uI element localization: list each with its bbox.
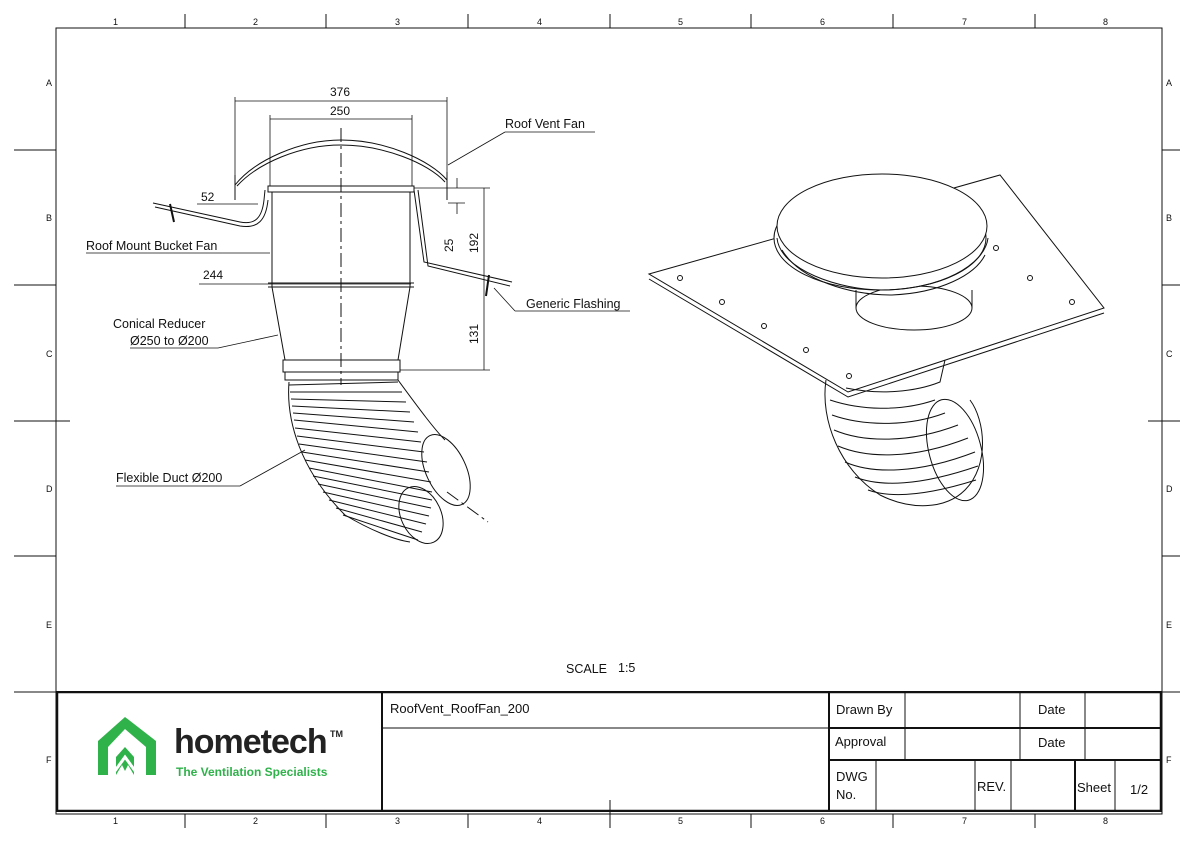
callout-roof-vent-fan: Roof Vent Fan	[505, 117, 585, 131]
callout-generic-flashing: Generic Flashing	[526, 297, 621, 311]
date-label-approval: Date	[1038, 735, 1066, 750]
col-label: 6	[820, 816, 825, 826]
hometech-logo: hometech TM The Ventilation Specialists	[94, 713, 354, 783]
column-labels-top: 1 2 3 4 5 6 7 8	[113, 17, 1108, 27]
dimension-values: 376 250 52 244 25 192 131	[201, 85, 481, 344]
callout-labels: Roof Vent Fan Roof Mount Bucket Fan Gene…	[86, 117, 621, 485]
scale-value: 1:5	[618, 661, 635, 675]
dim-25: 25	[442, 238, 456, 252]
col-label: 8	[1103, 17, 1108, 27]
row-labels-left: A B C D E F	[46, 78, 53, 765]
row-label: F	[1166, 755, 1172, 765]
row-label: A	[1166, 78, 1172, 88]
row-label: E	[46, 620, 52, 630]
row-label: D	[1166, 484, 1173, 494]
callout-conical-reducer-size: Ø250 to Ø200	[130, 334, 209, 348]
drawn-by-label: Drawn By	[836, 702, 893, 717]
row-label: F	[46, 755, 52, 765]
sheet-label: Sheet	[1077, 780, 1111, 795]
flashing-right	[413, 189, 513, 283]
row-label: B	[1166, 213, 1172, 223]
dwg-no-label-line2: No.	[836, 787, 857, 802]
col-label: 1	[113, 17, 118, 27]
row-label: E	[1166, 620, 1172, 630]
col-label: 3	[395, 816, 400, 826]
approval-label: Approval	[835, 734, 887, 749]
row-label: B	[46, 213, 52, 223]
side-elevation-view	[152, 128, 513, 544]
scale-label: SCALE	[566, 662, 607, 676]
row-label: C	[46, 349, 53, 359]
col-label: 3	[395, 17, 400, 27]
border-ticks	[14, 14, 1180, 828]
house-logo-icon	[98, 717, 156, 776]
logo-brand: hometech	[174, 723, 328, 761]
callout-roof-mount-bucket-fan: Roof Mount Bucket Fan	[86, 239, 217, 253]
col-label: 4	[537, 816, 542, 826]
logo-trademark: TM	[330, 729, 343, 739]
callout-flexible-duct: Flexible Duct Ø200	[116, 471, 222, 485]
col-label: 2	[253, 816, 258, 826]
flexible-duct	[288, 379, 471, 544]
row-label: D	[46, 484, 53, 494]
col-label: 2	[253, 17, 258, 27]
row-labels-right: A B C D E F	[1166, 78, 1173, 765]
rev-label: REV.	[977, 779, 1007, 794]
dimension-lines	[197, 97, 490, 371]
leader-lines	[86, 131, 630, 487]
callout-conical-reducer: Conical Reducer	[113, 317, 205, 331]
flashing-left	[152, 189, 266, 224]
dwg-no-label-line1: DWG	[836, 769, 868, 784]
isometric-view	[647, 173, 1105, 507]
col-label: 5	[678, 17, 683, 27]
dim-244: 244	[203, 268, 223, 282]
sheet-value: 1/2	[1130, 782, 1149, 797]
iso-fan-dome	[776, 173, 988, 279]
col-label: 7	[962, 816, 967, 826]
col-label: 1	[113, 816, 118, 826]
col-label: 4	[537, 17, 542, 27]
dim-131: 131	[467, 324, 481, 344]
drawing-name: RoofVent_RoofFan_200	[390, 701, 530, 716]
title-block: hometech TM The Ventilation Specialists …	[56, 691, 1162, 812]
dim-376: 376	[330, 85, 350, 99]
dim-52: 52	[201, 190, 215, 204]
conical-reducer	[271, 286, 286, 361]
iso-flexible-duct	[824, 379, 983, 507]
col-label: 7	[962, 17, 967, 27]
dim-250: 250	[330, 104, 350, 118]
title-block-grid	[56, 691, 1162, 812]
col-label: 5	[678, 816, 683, 826]
date-label: Date	[1038, 702, 1066, 717]
col-label: 6	[820, 17, 825, 27]
dim-192: 192	[467, 233, 481, 253]
column-labels-bottom: 1 2 3 4 5 6 7 8	[113, 816, 1108, 826]
logo-tagline: The Ventilation Specialists	[176, 765, 328, 779]
col-label: 8	[1103, 816, 1108, 826]
row-label: C	[1166, 349, 1173, 359]
row-label: A	[46, 78, 52, 88]
